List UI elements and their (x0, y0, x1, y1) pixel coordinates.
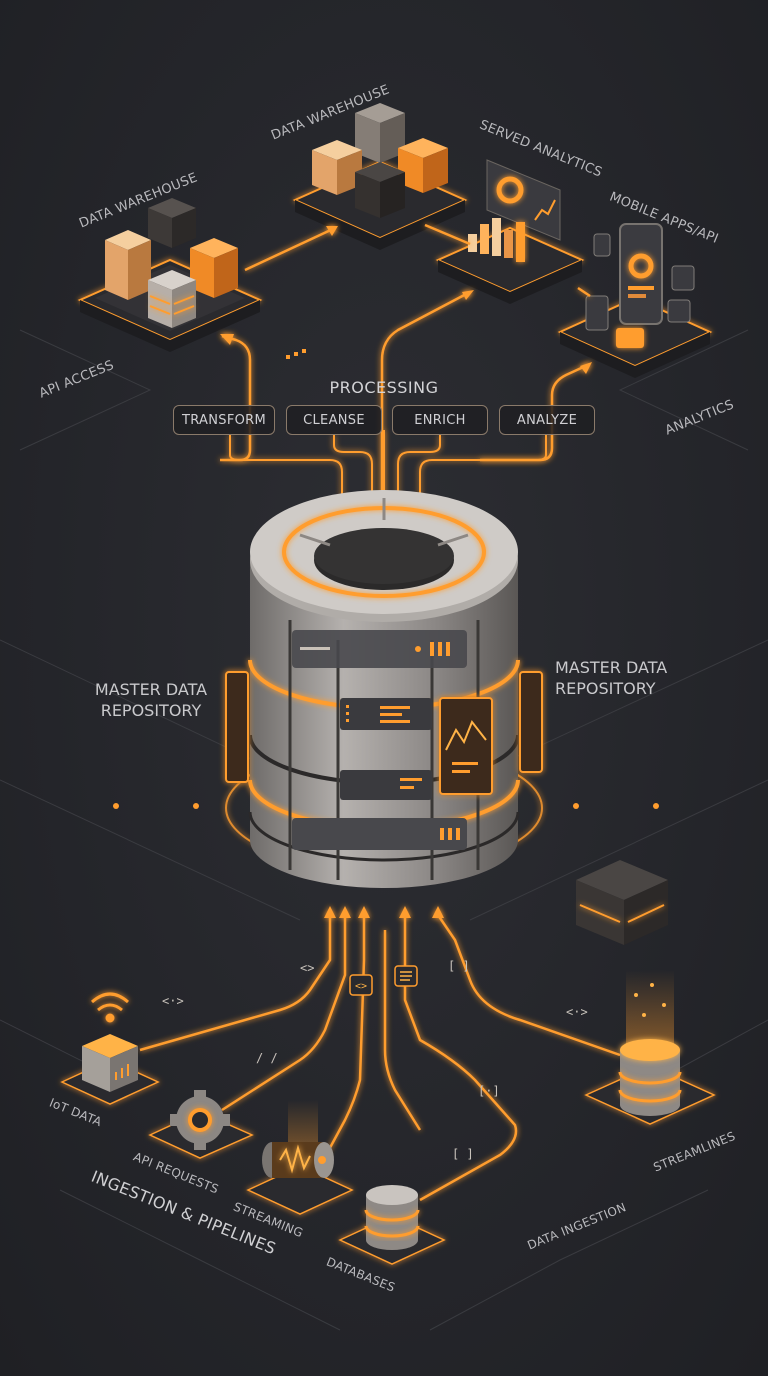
code-bracket-icon: <> (350, 966, 417, 995)
master-database-cylinder-icon (226, 490, 542, 888)
svg-text:/ /: / / (256, 1051, 278, 1065)
svg-text:[ ]: [ ] (448, 959, 470, 973)
iot-box-icon (82, 1034, 138, 1092)
up-arrow-heads (324, 906, 444, 918)
label-master-repo-right: MASTER DATA REPOSITORY (555, 658, 685, 700)
svg-text:<·>: <·> (566, 1005, 588, 1019)
processing-step-cleanse: CLEANSE (286, 405, 382, 435)
processing-step-enrich: ENRICH (392, 405, 488, 435)
processing-step-analyze: ANALYZE (499, 405, 595, 435)
ingestion-lines (140, 915, 620, 1200)
svg-text:<>: <> (300, 961, 314, 975)
database-cylinder-icon (620, 1039, 680, 1116)
processing-step-transform: TRANSFORM (173, 405, 275, 435)
svg-text:[·]: [·] (478, 1084, 500, 1098)
svg-text:[ ]: [ ] (452, 1147, 474, 1161)
server-box-icon (576, 860, 668, 945)
stream-drum-icon (262, 1142, 334, 1178)
svg-text:<·>: <·> (162, 994, 184, 1008)
label-master-repo-left: MASTER DATA REPOSITORY (86, 680, 216, 722)
processing-title: PROCESSING (329, 378, 438, 397)
database-cylinder-icon (366, 1185, 418, 1250)
wifi-icon (92, 994, 128, 1021)
svg-text:<>: <> (355, 981, 367, 992)
